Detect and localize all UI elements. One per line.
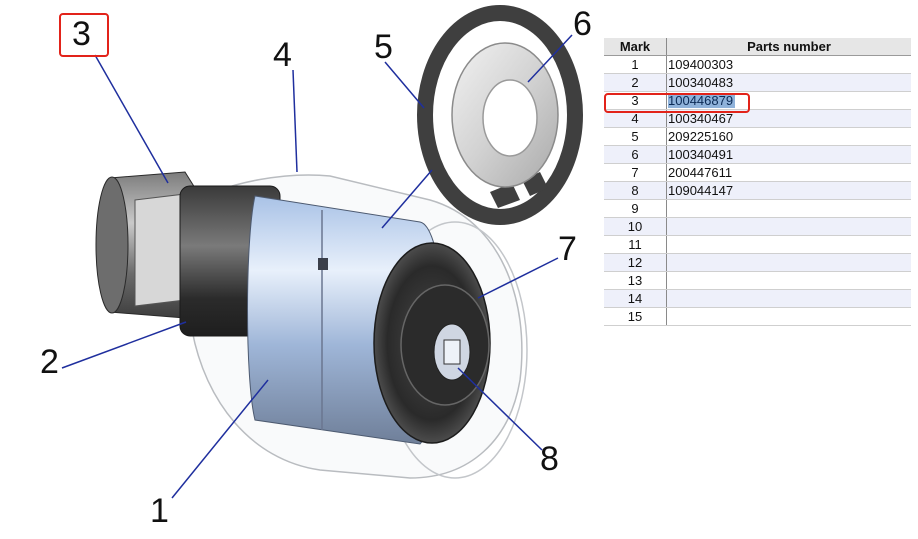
cell-mark: 8 [604, 181, 667, 200]
column-header-mark: Mark [604, 38, 667, 56]
cell-parts-number: 100340491 [666, 145, 911, 164]
exploded-part-diagram [61, 5, 583, 499]
leader-1 [171, 379, 269, 499]
leader-4 [292, 69, 298, 173]
snap-ring [417, 5, 583, 225]
table-row[interactable]: 9 [604, 199, 911, 218]
cell-parts-number: 100340467 [666, 109, 911, 128]
cell-parts-number [666, 199, 911, 218]
end-face [373, 242, 491, 444]
cell-mark: 12 [604, 253, 667, 272]
cell-parts-number [666, 307, 911, 326]
callout-3[interactable]: 3 [72, 15, 91, 53]
leader-2 [61, 321, 187, 369]
cell-parts-number: 200447611 [666, 163, 911, 182]
cell-parts-number [666, 217, 911, 236]
cell-parts-number [666, 271, 911, 290]
cell-parts-number: 100446879 [666, 91, 911, 110]
callout-1[interactable]: 1 [150, 492, 169, 530]
callout-2[interactable]: 2 [40, 343, 59, 381]
cell-mark: 7 [604, 163, 667, 182]
leader-6 [527, 34, 573, 83]
cell-parts-number: 109400303 [666, 55, 911, 74]
washer [451, 42, 559, 188]
shaft-end [95, 171, 201, 319]
cell-mark: 13 [604, 271, 667, 290]
leader-lines [61, 34, 573, 499]
cell-mark: 5 [604, 127, 667, 146]
leader-snap [381, 169, 433, 229]
table-row[interactable]: 12 [604, 253, 911, 272]
callout-3-highlight [59, 13, 109, 57]
cell-mark: 3 [604, 91, 667, 110]
table-row[interactable]: 14 [604, 289, 911, 308]
row-3-highlight [604, 93, 750, 113]
cell-mark: 10 [604, 217, 667, 236]
table-row[interactable]: 15 [604, 307, 911, 326]
cell-parts-number [666, 253, 911, 272]
callout-5[interactable]: 5 [374, 28, 393, 66]
cell-mark: 2 [604, 73, 667, 92]
leader-5 [384, 61, 425, 109]
cell-mark: 11 [604, 235, 667, 254]
cell-mark: 4 [604, 109, 667, 128]
cell-parts-number: 209225160 [666, 127, 911, 146]
cell-mark: 1 [604, 55, 667, 74]
table-header-row: Mark Parts number [604, 38, 911, 56]
leader-3 [94, 54, 169, 184]
cell-mark: 14 [604, 289, 667, 308]
cell-mark: 6 [604, 145, 667, 164]
cell-parts-number [666, 289, 911, 308]
callout-8[interactable]: 8 [540, 440, 559, 478]
cell-mark: 9 [604, 199, 667, 218]
leader-8 [457, 367, 543, 451]
column-header-parts-number: Parts number [666, 38, 911, 56]
callout-4[interactable]: 4 [273, 36, 292, 74]
cell-parts-number: 100340483 [666, 73, 911, 92]
table-row[interactable]: 11 [604, 235, 911, 254]
cell-parts-number: 109044147 [666, 181, 911, 200]
callout-6[interactable]: 6 [573, 5, 592, 43]
selected-part-number[interactable]: 100446879 [668, 93, 736, 108]
table-row[interactable]: 13 [604, 271, 911, 290]
cell-parts-number [666, 235, 911, 254]
cell-mark: 15 [604, 307, 667, 326]
leader-7 [477, 257, 559, 299]
callout-7[interactable]: 7 [558, 230, 577, 268]
table-row[interactable]: 10 [604, 217, 911, 236]
